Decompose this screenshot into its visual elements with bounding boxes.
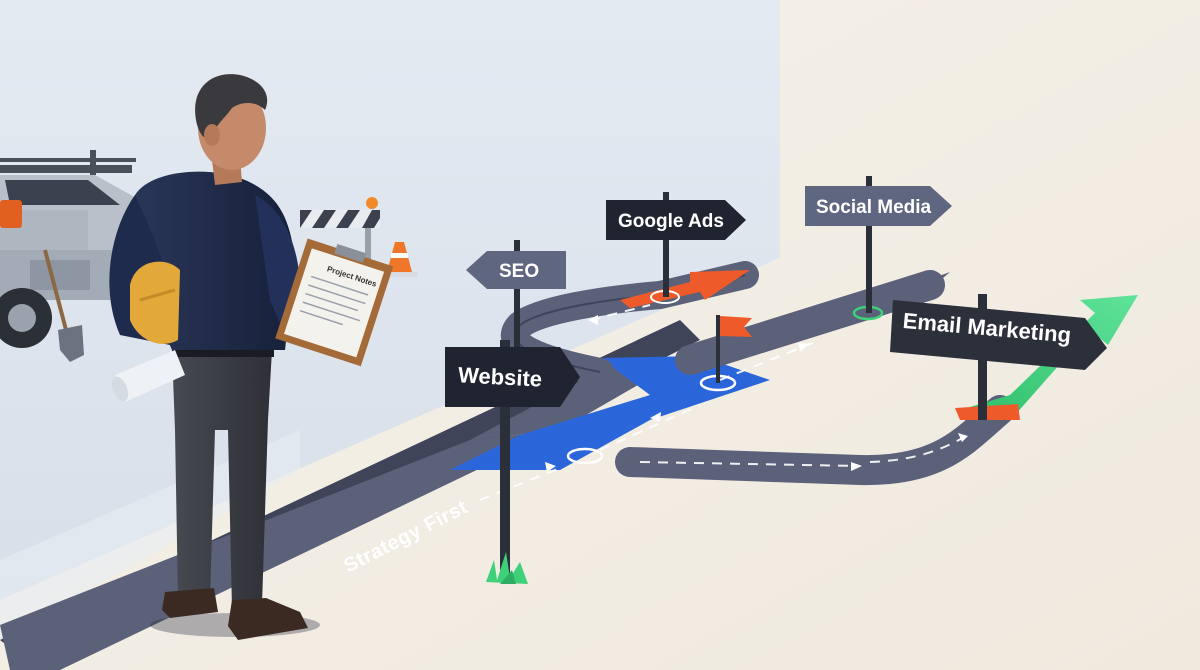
grey-direction-arrow — [900, 272, 950, 302]
sign-social-media-label: Social Media — [816, 197, 932, 218]
sign-website: Website — [445, 340, 580, 580]
utility-truck — [0, 150, 150, 362]
traffic-cone-icon — [382, 242, 418, 277]
floor-shadow-left — [0, 430, 300, 640]
sign-seo-label: SEO — [499, 261, 539, 282]
flag-icon — [716, 315, 752, 383]
sign-social-media: Social Media — [805, 176, 952, 313]
grass-tuft-icon — [486, 552, 528, 584]
man-figure: Project Notes — [109, 74, 394, 640]
blue-path-segment — [450, 356, 770, 470]
sign-website-label: Website — [458, 362, 543, 391]
road-barrier — [300, 197, 380, 288]
clipboard: Project Notes — [275, 238, 394, 367]
sign-google-ads: Google Ads — [606, 192, 746, 297]
sign-seo: SEO — [466, 240, 566, 350]
waypoint-ring — [566, 447, 604, 465]
sign-google-ads-label: Google Ads — [618, 211, 724, 232]
sign-email-marketing: Email Marketing — [890, 294, 1107, 420]
